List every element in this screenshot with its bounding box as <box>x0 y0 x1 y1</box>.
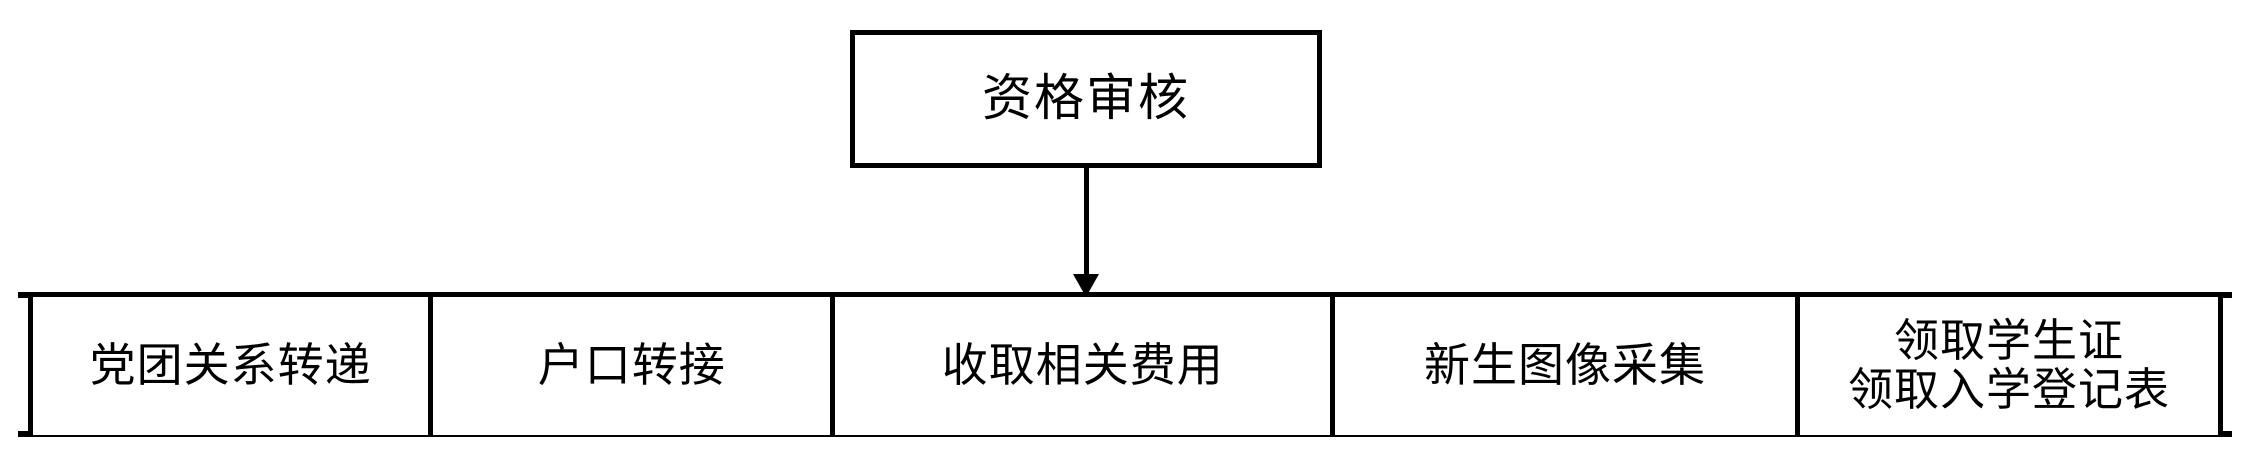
node-qualification-review-label: 资格审核 <box>982 70 1190 127</box>
process-cell-household-registration-transfer[interactable]: 户口转接 <box>433 297 836 435</box>
process-cell-collect-fees-label: 收取相关费用 <box>941 340 1224 391</box>
connector-arrow-head-icon <box>1073 274 1099 297</box>
process-cell-collect-student-id-and-form[interactable]: 领取学生证 领取入学登记表 <box>1800 297 2218 435</box>
process-cell-collect-fees[interactable]: 收取相关费用 <box>835 297 1336 435</box>
node-qualification-review[interactable]: 资格审核 <box>850 30 1322 168</box>
process-cell-freshman-photo-capture[interactable]: 新生图像采集 <box>1335 297 1800 435</box>
process-cell-freshman-photo-capture-label: 新生图像采集 <box>1423 340 1706 391</box>
process-row: 党团关系转递 户口转接 收取相关费用 新生图像采集 领取学生证 领取入学登记表 <box>28 297 2223 435</box>
process-row-top-rule <box>18 292 2232 298</box>
process-cell-party-league-transfer-label: 党团关系转递 <box>89 340 372 391</box>
process-cell-household-registration-transfer-label: 户口转接 <box>537 340 726 391</box>
process-cell-collect-student-id-and-form-label: 领取学生证 领取入学登记表 <box>1847 316 2170 415</box>
process-cell-party-league-transfer[interactable]: 党团关系转递 <box>33 297 434 435</box>
connector-arrow-shaft <box>1084 168 1089 276</box>
